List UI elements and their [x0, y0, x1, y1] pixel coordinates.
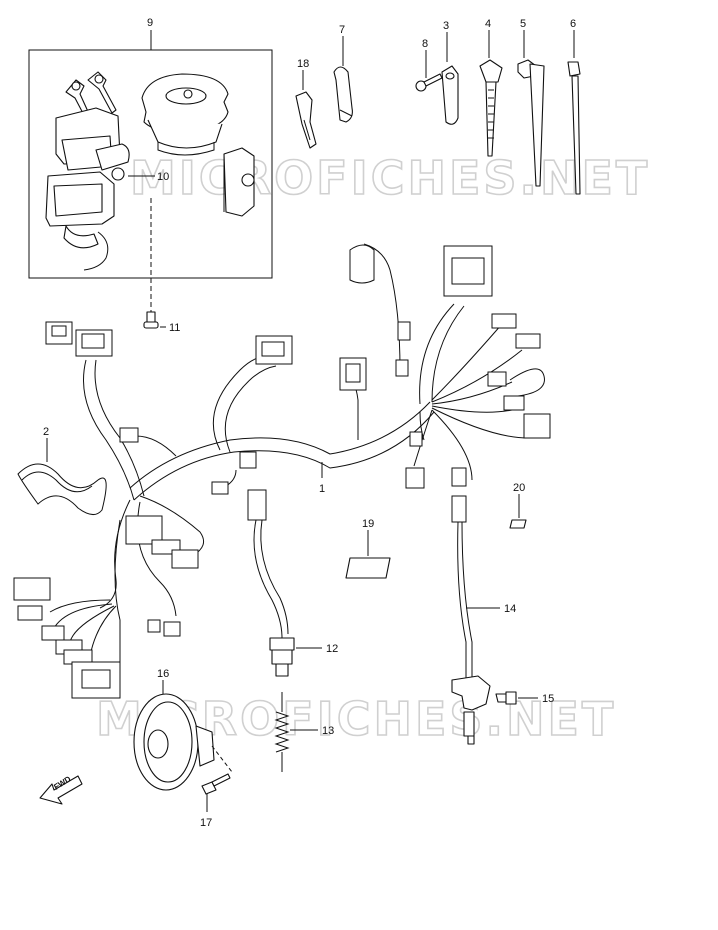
part-9-ignition-lock-set[interactable] — [28, 30, 273, 279]
fuel-tank-cap — [141, 73, 229, 156]
part-8-screw[interactable] — [415, 73, 443, 92]
watermark-top: MICROFICHES.NET — [130, 151, 650, 205]
callout-11: 11 — [169, 322, 180, 334]
callout-18: 18 — [297, 58, 309, 70]
part-16-horn[interactable] — [133, 693, 215, 791]
callout-20: 20 — [513, 482, 525, 494]
callout-4: 4 — [485, 18, 491, 30]
part-6-cable-tie[interactable] — [567, 61, 581, 195]
part-15-bolt[interactable] — [495, 691, 517, 705]
callout-1: 1 — [319, 483, 325, 495]
part-2-wire-loop[interactable] — [17, 463, 107, 515]
callout-2: 2 — [43, 426, 49, 438]
callout-6: 6 — [570, 18, 576, 30]
part-20-pad[interactable] — [509, 519, 527, 529]
callout-17: 17 — [200, 817, 212, 829]
callout-7: 7 — [339, 24, 345, 36]
callout-14: 14 — [504, 603, 516, 615]
part-13-spring[interactable] — [274, 692, 290, 772]
part-11-bolt[interactable] — [143, 311, 159, 329]
part-17-bolt[interactable] — [201, 773, 231, 795]
part-14-sensor[interactable] — [451, 495, 491, 745]
callout-13: 13 — [322, 725, 334, 737]
fwd-direction-arrow: FWD — [39, 774, 83, 805]
callout-8: 8 — [422, 38, 428, 50]
callout-12: 12 — [326, 643, 338, 655]
part-12-switch-lead[interactable] — [247, 489, 295, 677]
callout-16: 16 — [157, 668, 169, 680]
callout-10: 10 — [157, 171, 169, 183]
part-7-clamp[interactable] — [333, 66, 353, 123]
part-19-label[interactable] — [345, 557, 391, 579]
part-18-key-blank[interactable] — [295, 91, 317, 149]
seat-lock — [223, 147, 255, 217]
callout-19: 19 — [362, 518, 374, 530]
ignition-switch — [45, 107, 130, 271]
harness-connectors — [13, 244, 551, 699]
part-1-main-wiring-harness[interactable] — [49, 243, 545, 670]
ignition-keys — [65, 71, 117, 120]
part-3-clamp[interactable] — [441, 65, 459, 125]
callout-15: 15 — [542, 693, 554, 705]
part-4-cable-tie-clip[interactable] — [479, 59, 503, 157]
callout-5: 5 — [520, 18, 526, 30]
part-5-cable-tie[interactable] — [517, 59, 545, 187]
callout-9: 9 — [147, 17, 153, 29]
callout-3: 3 — [443, 20, 449, 32]
